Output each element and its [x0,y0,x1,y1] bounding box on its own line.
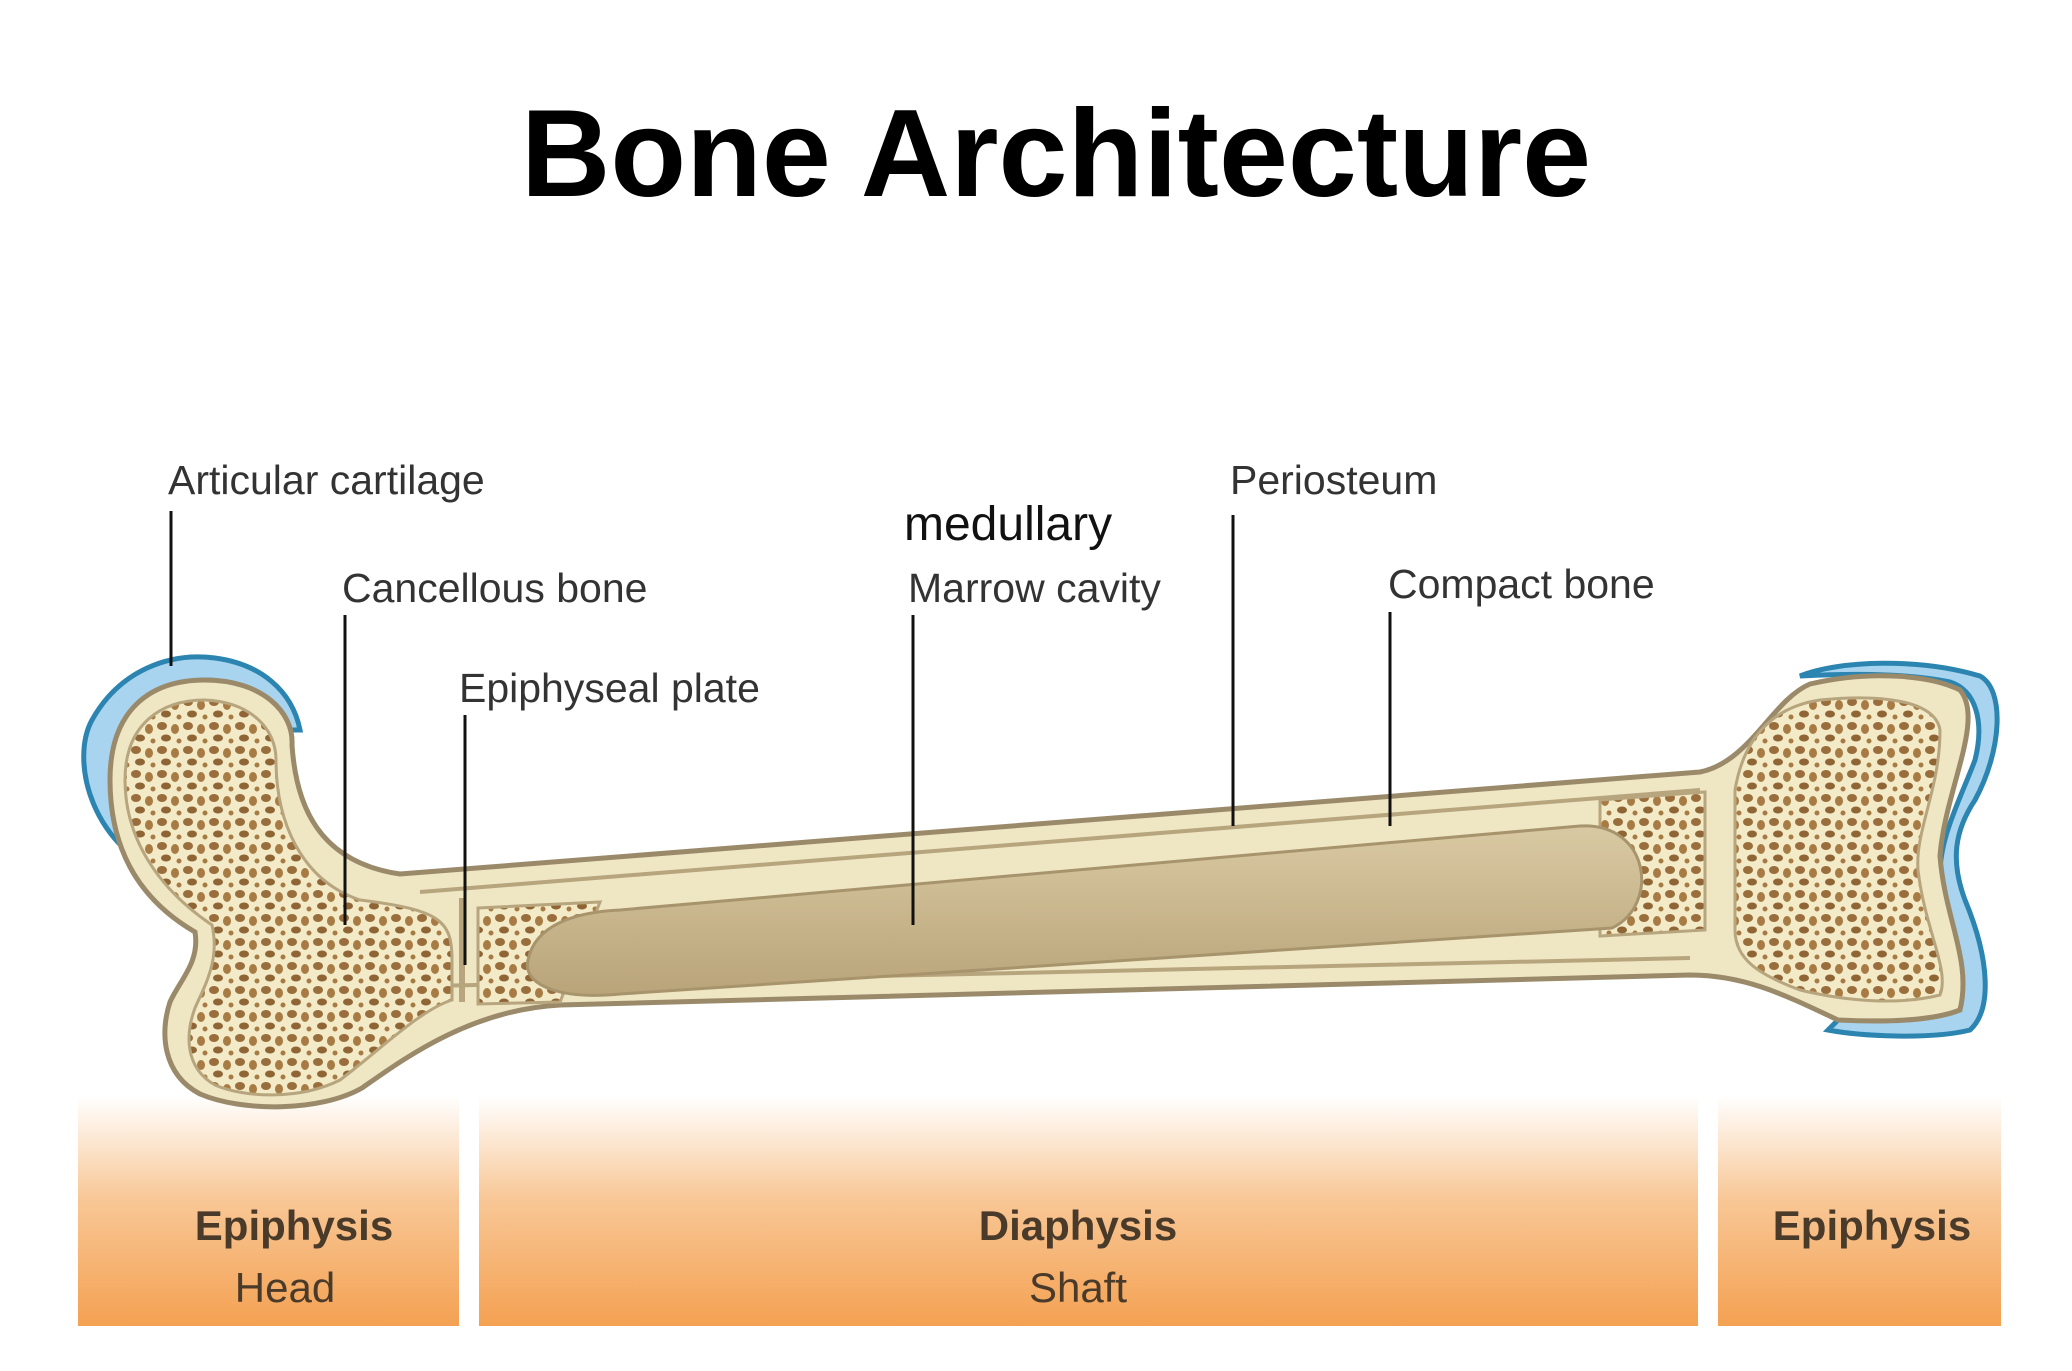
region-bands: Epiphysis Head Diaphysis Shaft Epiphysis [78,1096,2001,1326]
region-epiphysis-head-label: Epiphysis [195,1202,393,1249]
bone-illustration [81,654,2000,1110]
region-diaphysis-label: Diaphysis [979,1202,1177,1249]
cancellous-bone-right [1733,696,1944,1003]
region-epiphysis-distal-label: Epiphysis [1773,1202,1971,1249]
label-epiphyseal-plate: Epiphyseal plate [459,665,760,711]
label-articular-cartilage: Articular cartilage [168,457,485,503]
label-medullary: medullary [904,498,1112,551]
marrow-cavity [525,824,1644,997]
label-periosteum: Periosteum [1230,457,1437,503]
label-compact-bone: Compact bone [1388,561,1655,607]
label-marrow-cavity: Marrow cavity [908,565,1161,611]
band-diaphysis [479,1096,1698,1326]
page-title: Bone Architecture [521,85,1591,223]
region-head-sublabel: Head [235,1264,335,1311]
cancellous-bone-left [123,698,454,1097]
leader-lines [169,511,1392,965]
region-shaft-sublabel: Shaft [1029,1264,1127,1311]
articular-cartilage-right [1799,660,2000,1039]
label-cancellous-bone: Cancellous bone [342,565,647,611]
band-epiphysis-distal [1718,1096,2001,1326]
band-epiphysis-head [78,1096,459,1326]
